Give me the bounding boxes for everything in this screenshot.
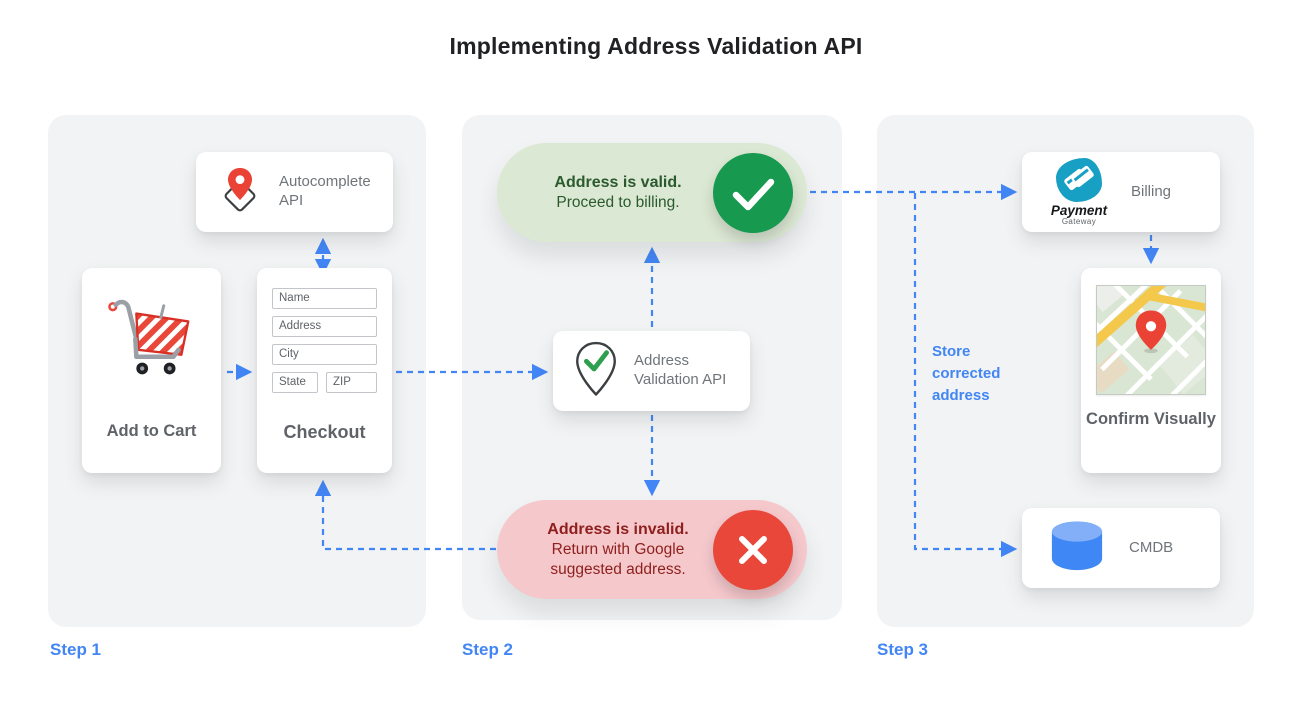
map-thumbnail bbox=[1080, 269, 1227, 412]
autocomplete-api-card: Autocomplete API bbox=[196, 152, 393, 232]
shopping-cart-icon bbox=[103, 294, 201, 395]
address-valid-pill: Address is valid. Proceed to billing. bbox=[497, 143, 807, 242]
cmdb-label: CMDB bbox=[1129, 538, 1174, 556]
map-pin-diamond-icon bbox=[214, 164, 266, 221]
checkout-field-state[interactable]: State bbox=[272, 372, 318, 393]
step3-label: Step 3 bbox=[877, 640, 929, 659]
address-invalid-pill: Address is invalid. Return with Google s… bbox=[497, 500, 807, 599]
checkout-label: Checkout bbox=[283, 422, 366, 442]
x-icon bbox=[713, 509, 793, 590]
confirm-visually-card: Confirm Visually bbox=[1080, 268, 1227, 473]
cmdb-card: CMDB bbox=[1022, 508, 1220, 588]
checkout-field-name[interactable]: Name bbox=[272, 288, 377, 309]
database-icon bbox=[1046, 518, 1108, 579]
checkout-field-address[interactable]: Address bbox=[272, 316, 377, 337]
payment-gateway-subtitle: Gateway bbox=[1061, 217, 1097, 226]
map-pin-check-icon bbox=[571, 340, 621, 403]
autocomplete-api-label: Autocomplete API bbox=[279, 173, 371, 209]
step1-label: Step 1 bbox=[50, 640, 102, 659]
billing-label: Billing bbox=[1131, 182, 1172, 200]
step2-label: Step 2 bbox=[462, 640, 514, 659]
address-valid-subtitle: Proceed to billing. bbox=[556, 193, 680, 211]
address-invalid-text: Address is invalid. Return with Google s… bbox=[537, 518, 699, 580]
check-icon bbox=[713, 152, 793, 233]
add-to-cart-label: Add to Cart bbox=[106, 422, 197, 440]
address-invalid-subtitle: Return with Google suggested address. bbox=[550, 540, 686, 579]
address-validation-api-label: Address Validation API bbox=[634, 352, 727, 388]
checkout-field-zip[interactable]: ZIP bbox=[326, 372, 377, 393]
store-corrected-address-note: Store corrected address bbox=[932, 343, 1001, 404]
address-valid-text: Address is valid. Proceed to billing. bbox=[537, 172, 699, 214]
payment-gateway-title: Payment bbox=[1050, 203, 1108, 218]
payment-gateway-blob-icon bbox=[1056, 158, 1102, 202]
address-valid-title: Address is valid. bbox=[554, 173, 682, 191]
address-invalid-title: Address is invalid. bbox=[547, 520, 689, 538]
page-title: Implementing Address Validation API bbox=[449, 33, 863, 59]
payment-gateway-logo: Payment Gateway bbox=[1040, 158, 1118, 226]
confirm-visually-label: Confirm Visually bbox=[1086, 410, 1216, 428]
address-validation-api-card: Address Validation API bbox=[553, 331, 750, 411]
add-to-cart-card: Add to Cart bbox=[82, 268, 221, 473]
billing-card: Payment Gateway Billing bbox=[1022, 152, 1220, 232]
checkout-card: Name Address City State ZIP Checkout bbox=[257, 268, 392, 473]
checkout-field-city[interactable]: City bbox=[272, 344, 377, 365]
